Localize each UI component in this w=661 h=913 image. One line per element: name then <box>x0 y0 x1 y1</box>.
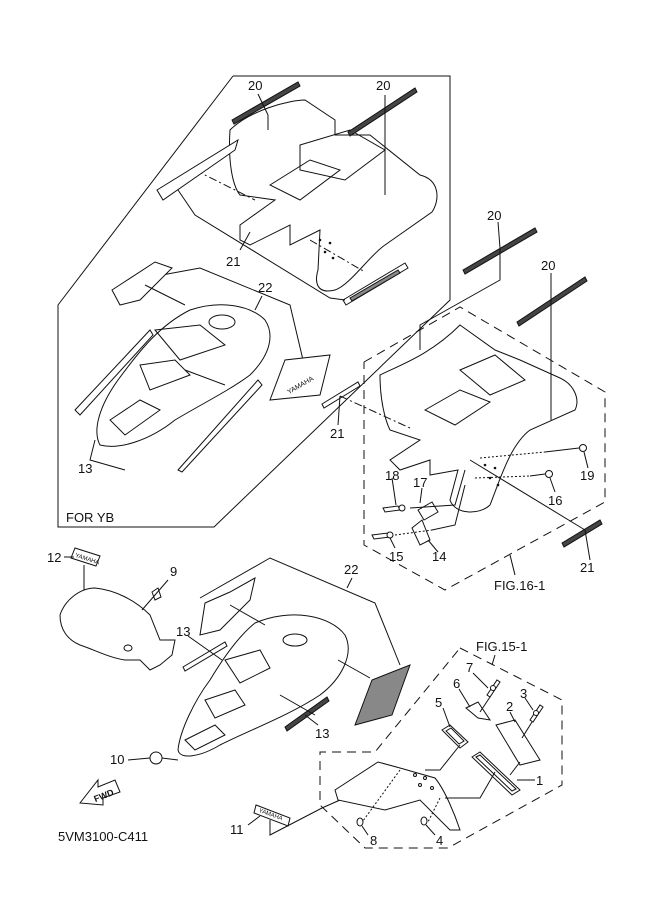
decal-20-fig16-b: 20 <box>516 258 588 420</box>
callout-14: 14 <box>432 549 446 564</box>
yamaha-decal-11: YAMAHA 11 <box>230 799 341 837</box>
callout-13: 13 <box>315 726 329 741</box>
callout-11: 11 <box>230 822 244 837</box>
part-code: 5VM3100-C411 <box>58 829 148 844</box>
callout-21: 21 <box>330 426 344 441</box>
fwd-arrow: FWD <box>79 778 121 806</box>
decal-22-front <box>111 261 173 306</box>
callout-20: 20 <box>487 208 501 223</box>
callout-20: 20 <box>541 258 555 273</box>
callout-7: 7 <box>466 660 473 675</box>
decal-20-yb-left: 20 <box>231 78 301 130</box>
callout-6: 6 <box>453 676 460 691</box>
for-yb-boundary <box>57 75 451 528</box>
decal-22-lower <box>199 577 256 636</box>
callout-22: 22 <box>258 280 272 295</box>
callout-21: 21 <box>226 254 240 269</box>
rear-fender-tray <box>268 159 342 201</box>
callout-3: 3 <box>520 686 527 701</box>
callout-18: 18 <box>385 468 399 483</box>
callout-21: 21 <box>580 560 594 575</box>
rear-fender-body <box>229 99 438 292</box>
callout-13: 13 <box>176 624 190 639</box>
front-fender-body <box>96 304 271 447</box>
emblem-10 <box>149 751 163 765</box>
decal-13-lower-b <box>284 696 330 732</box>
yamaha-decal-12 <box>70 547 101 567</box>
front-fender-lower-body <box>177 614 349 757</box>
fig-15-1-label: FIG.15-1 <box>476 639 527 654</box>
decal-21-yb: 21 <box>156 138 409 306</box>
decal-13-yb-right <box>177 379 263 473</box>
callout-2: 2 <box>506 699 513 714</box>
fig-16-1-frame: FIG.16-1 <box>363 306 606 593</box>
decal-21-fig16-left: 21 <box>321 381 411 441</box>
fig-16-1-label: FIG.16-1 <box>494 578 545 593</box>
for-yb-frame: FOR YB <box>57 75 451 528</box>
callout-20: 20 <box>248 78 262 93</box>
side-cover-assembly: YAMAHA 12 9 <box>47 547 177 671</box>
callout-1: 1 <box>536 773 543 788</box>
for-yb-label: FOR YB <box>66 510 114 525</box>
side-cover-body <box>59 587 176 671</box>
callout-19: 19 <box>580 468 594 483</box>
callout-15: 15 <box>389 549 403 564</box>
front-fender-yb: YAMAHA 22 13 <box>74 261 331 476</box>
callout-10: 10 <box>110 752 124 767</box>
front-fender-lower: 22 13 13 10 <box>110 557 411 767</box>
decal-13-lower-a <box>182 641 228 672</box>
yamaha-decal-lower <box>354 664 411 726</box>
decal-20-yb-right: 20 <box>347 78 418 195</box>
decal-21-fig16-right: 21 <box>469 459 603 575</box>
yamaha-decal-yb <box>269 354 331 401</box>
decal-13-yb-left <box>74 329 154 416</box>
callout-12: 12 <box>47 550 61 565</box>
decal-20-fig16-a: 20 <box>419 208 538 350</box>
rear-fender-fig16 <box>379 324 578 513</box>
callout-9: 9 <box>170 564 177 579</box>
fasteners-fig16: 18 17 15 14 16 19 <box>371 444 594 564</box>
callout-4: 4 <box>436 833 443 848</box>
callout-22: 22 <box>344 562 358 577</box>
callout-16: 16 <box>548 493 562 508</box>
callout-8: 8 <box>370 833 377 848</box>
callout-17: 17 <box>413 475 427 490</box>
rear-flap-fig15 <box>334 761 461 831</box>
fig-15-1-frame: FIG.15-1 <box>319 639 563 849</box>
callout-20: 20 <box>376 78 390 93</box>
fig15-parts: 8 4 5 6 7 2 3 1 <box>356 660 544 848</box>
callout-13: 13 <box>78 461 92 476</box>
callout-5: 5 <box>435 695 442 710</box>
